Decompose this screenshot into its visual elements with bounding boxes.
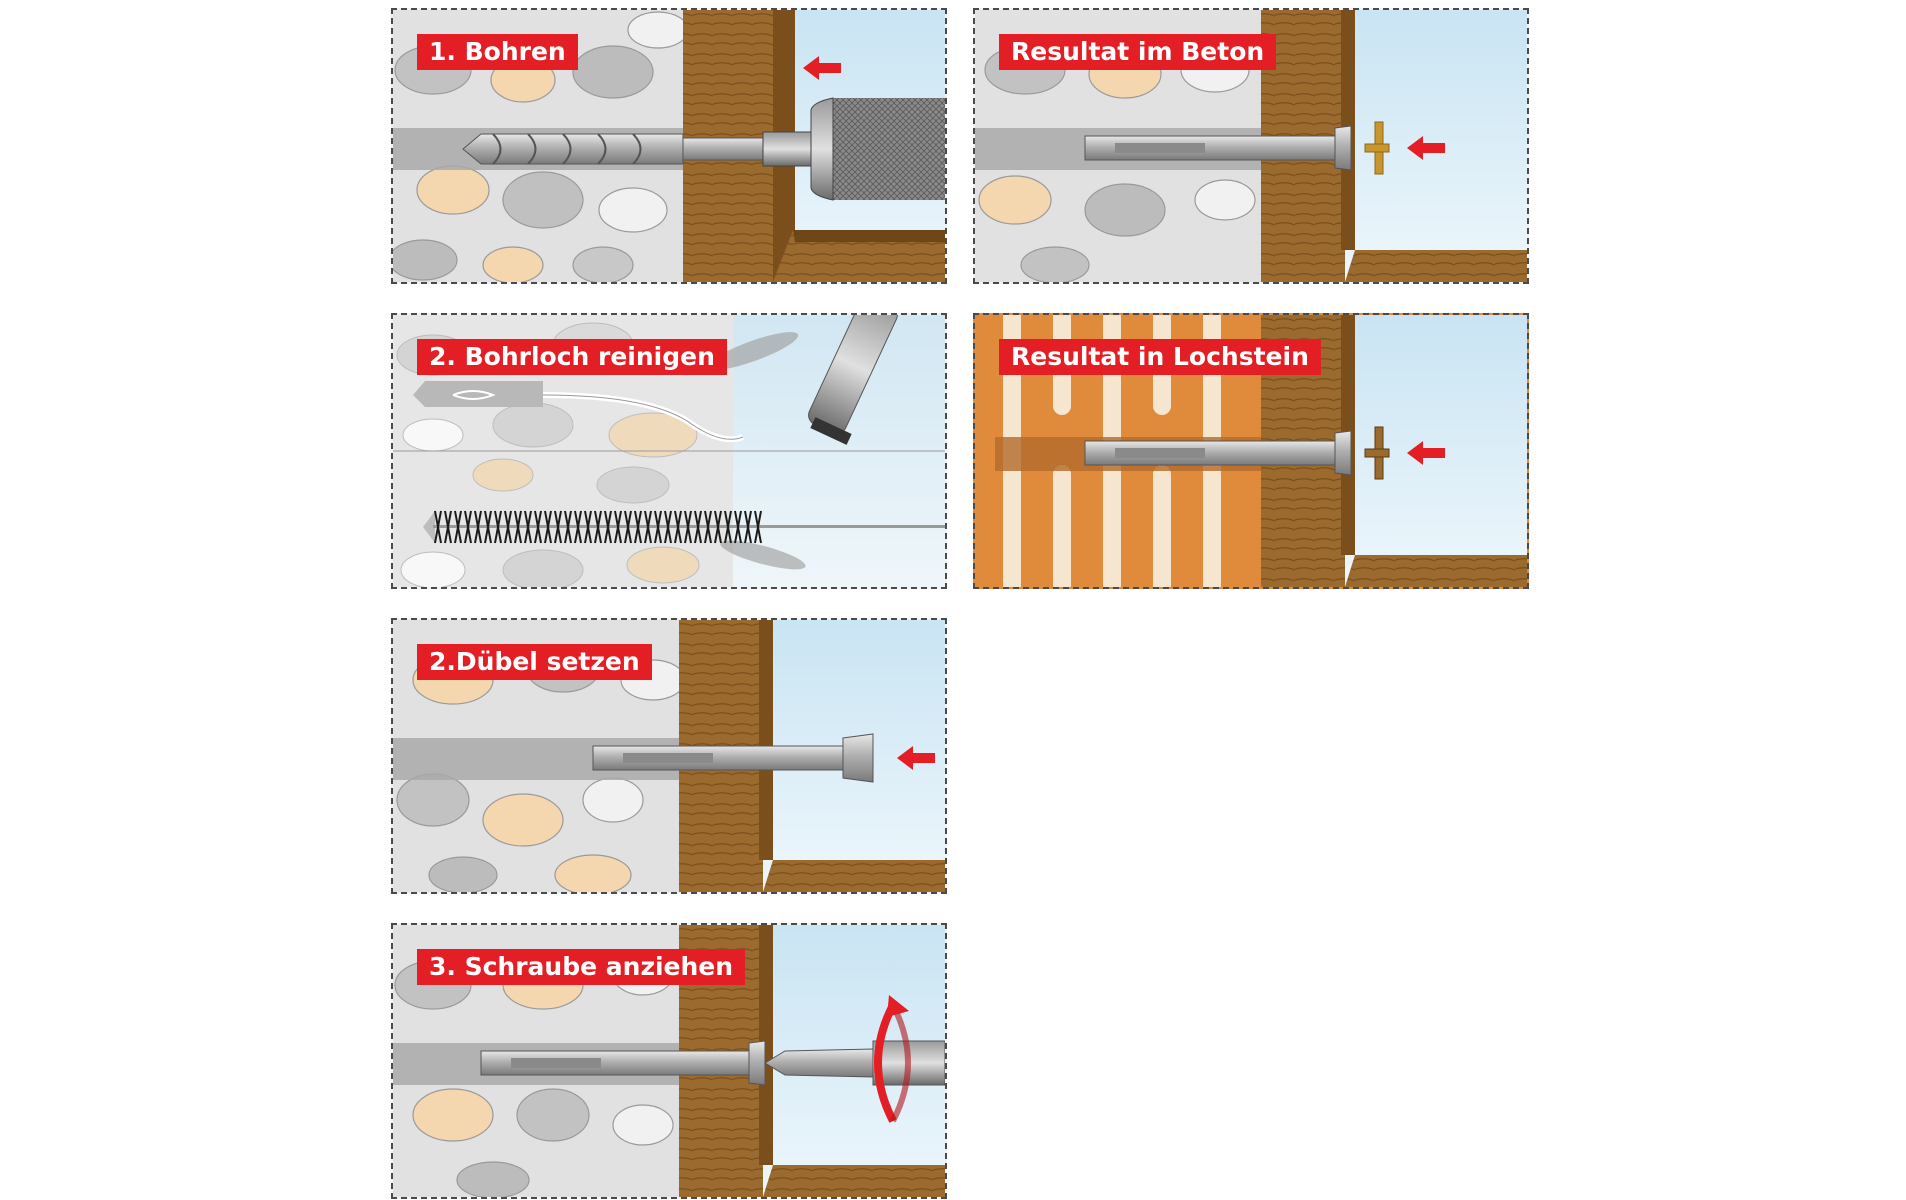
- panel-duebel-setzen: 2.Dübel setzen: [391, 618, 947, 894]
- window-sill: [763, 860, 945, 892]
- dowel-sleeve-icon: [592, 733, 874, 783]
- panel-bohren: 1. Bohren: [391, 8, 947, 284]
- window-sill: [1345, 250, 1527, 282]
- result-label: Resultat in Lochstein: [999, 339, 1321, 375]
- air-flow-icon: [452, 390, 496, 400]
- step-label: 3. Schraube anziehen: [417, 949, 746, 985]
- drill-hole: [413, 381, 543, 407]
- panel-resultat-beton: Resultat im Beton: [973, 8, 1529, 284]
- window-sill: [763, 1165, 945, 1197]
- panel-schraube-anziehen: 3. Schraube anziehen: [391, 923, 947, 1199]
- screw-head-icon: [1364, 426, 1390, 480]
- step-label: 2. Bohrloch reinigen: [417, 339, 727, 375]
- concrete-stones: [393, 11, 689, 282]
- window-sill: [773, 230, 945, 282]
- drill-chuck-icon: [762, 97, 945, 201]
- drill-bit: [462, 133, 764, 165]
- dowel-sleeve-icon: [1084, 430, 1352, 476]
- concrete-stones: [396, 322, 700, 587]
- dowel-sleeve-icon: [1084, 125, 1352, 171]
- dust-cloud-icon: [707, 332, 806, 570]
- screw-head-icon: [1364, 121, 1390, 175]
- window-sill: [1345, 555, 1527, 587]
- rotate-arrow-icon: [874, 995, 911, 1123]
- step-label: 1. Bohren: [417, 34, 578, 70]
- panel-bohrloch-reinigen: 2. Bohrloch reinigen: [391, 313, 947, 589]
- concrete-result-illustration: [975, 10, 1527, 282]
- blower-pump-icon: [808, 315, 898, 445]
- panel-resultat-lochstein: Resultat in Lochstein: [973, 313, 1529, 589]
- step-label: 2.Dübel setzen: [417, 644, 652, 680]
- cleaning-brush-icon: [423, 510, 945, 544]
- dowel-sleeve-icon: [480, 1040, 766, 1086]
- result-label: Resultat im Beton: [999, 34, 1277, 70]
